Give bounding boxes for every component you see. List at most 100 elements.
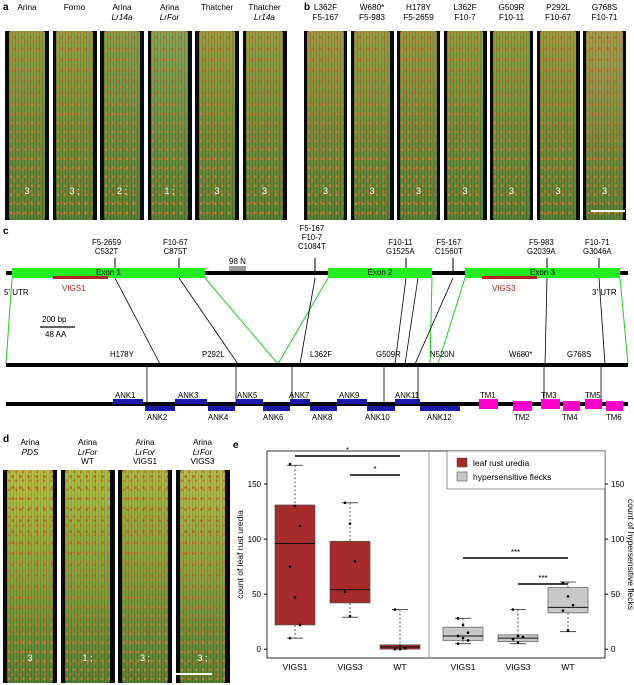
ank-domain [113, 399, 143, 404]
box [442, 626, 484, 641]
legend-box [446, 450, 606, 490]
leaf-caption-line: P292L [546, 3, 570, 12]
protein-mutation: H178Y [110, 350, 134, 359]
panel-label-b: b [304, 2, 311, 13]
ank-domain [310, 406, 337, 411]
x-tick-label: VIGS3 [337, 662, 362, 672]
leaf-photo: 2 ; [100, 31, 144, 220]
x-tick-label: VIGS1 [450, 662, 475, 672]
leaf [586, 31, 623, 220]
significance-mark: * [346, 446, 349, 455]
y2-axis-label: count of hypersensitive flecks [626, 499, 634, 610]
leaf [539, 31, 577, 220]
x-tick-label: WT [561, 662, 574, 672]
leaf [446, 31, 484, 220]
vigs3-region [482, 276, 537, 279]
leaf-photo: 3 ; [52, 31, 97, 220]
leaf [400, 31, 437, 220]
protein-mutation: G509R [376, 350, 401, 359]
resistance-score: 3 [369, 186, 375, 196]
leaf-photo: 3 [242, 31, 287, 220]
data-point [393, 608, 397, 611]
protein-mutation: G768S [567, 350, 592, 359]
vigs1-label: VIGS1 [62, 284, 86, 293]
scale-bar [591, 210, 626, 212]
y2-tick-label: 150 [611, 480, 625, 489]
leaf-caption-line: Arina [20, 438, 40, 447]
protein-mutation: P292L [202, 350, 225, 359]
ank-label: ANK10 [365, 413, 390, 422]
marker-98n: 98 N [229, 257, 246, 266]
resistance-score: 3 [462, 186, 468, 196]
data-point [466, 631, 470, 634]
leaf-caption-line: H178Y [405, 3, 432, 12]
y-tick-label: 0 [257, 645, 262, 654]
leaf-caption: W680*F5-983 [345, 3, 400, 22]
ank-domain [208, 406, 235, 411]
vigs1-region [53, 276, 108, 279]
x-tick-label: VIGS3 [505, 662, 530, 672]
resistance-score: 3 [601, 186, 607, 196]
tm-label: TM5 [585, 391, 601, 400]
tm-domain [541, 399, 560, 409]
data-point [566, 629, 570, 632]
data-point [343, 590, 347, 594]
y2-tick-label: 0 [611, 645, 616, 654]
protein-mutation: N520N [430, 350, 455, 359]
ank-label: ANK3 [178, 391, 199, 400]
leaf [103, 31, 141, 220]
leaf [151, 31, 188, 220]
x-tick-label: VIGS1 [282, 662, 307, 672]
leaf-photo: 3 [443, 31, 487, 220]
significance-mark: *** [538, 574, 547, 583]
ank-domain [263, 406, 290, 411]
leaf-photo: 1 ; [60, 470, 115, 683]
protein-mutation: L362F [310, 350, 333, 359]
leaf-caption-line: L362F [313, 3, 338, 12]
y-tick-label: 50 [252, 590, 261, 599]
protein-mutation: W680* [509, 350, 533, 359]
ank-label: ANK4 [208, 413, 229, 422]
data-point [353, 559, 357, 563]
leaf [8, 31, 46, 220]
resistance-score: 3 [508, 186, 514, 196]
ank-label: ANK5 [237, 391, 258, 400]
y-axis-label: count of leaf rust uredia [235, 510, 245, 599]
leaf [179, 470, 226, 683]
leaf-caption-line: G768S [591, 3, 618, 12]
leaf-caption-line: F10-67 [545, 12, 571, 22]
tm-domain [585, 399, 602, 409]
ank-domain [367, 406, 395, 411]
leaf-caption-line: VIGS3 [190, 457, 215, 466]
leaf-photo: 3 [5, 31, 49, 220]
data-point [561, 609, 565, 612]
leaf [307, 31, 344, 220]
data-point [456, 617, 460, 620]
y-tick-label: 150 [248, 480, 262, 489]
tm-domain [479, 399, 498, 409]
exon-2: Exon 2 [328, 268, 432, 278]
exon-1: Exon 1 [12, 268, 205, 278]
data-point [348, 614, 352, 618]
leaf [493, 31, 530, 220]
data-point [288, 462, 292, 466]
significance-mark: * [373, 465, 376, 474]
leaf-caption-line: F5-983 [359, 12, 385, 22]
resistance-score: 3 [24, 186, 30, 196]
leaf [122, 470, 168, 683]
leaf-photo: 1 ; [147, 31, 192, 220]
leaf-caption-line: Arina [17, 3, 37, 12]
tm-domain [606, 401, 623, 411]
leaf-caption-line: LrFor [192, 447, 213, 457]
scale-bp: 200 bp [42, 315, 67, 324]
ank-domain [420, 406, 460, 411]
scale-aa: 48 AA [45, 330, 67, 339]
resistance-score: 1 ; [164, 186, 175, 196]
y-tick-label: 100 [248, 535, 262, 544]
